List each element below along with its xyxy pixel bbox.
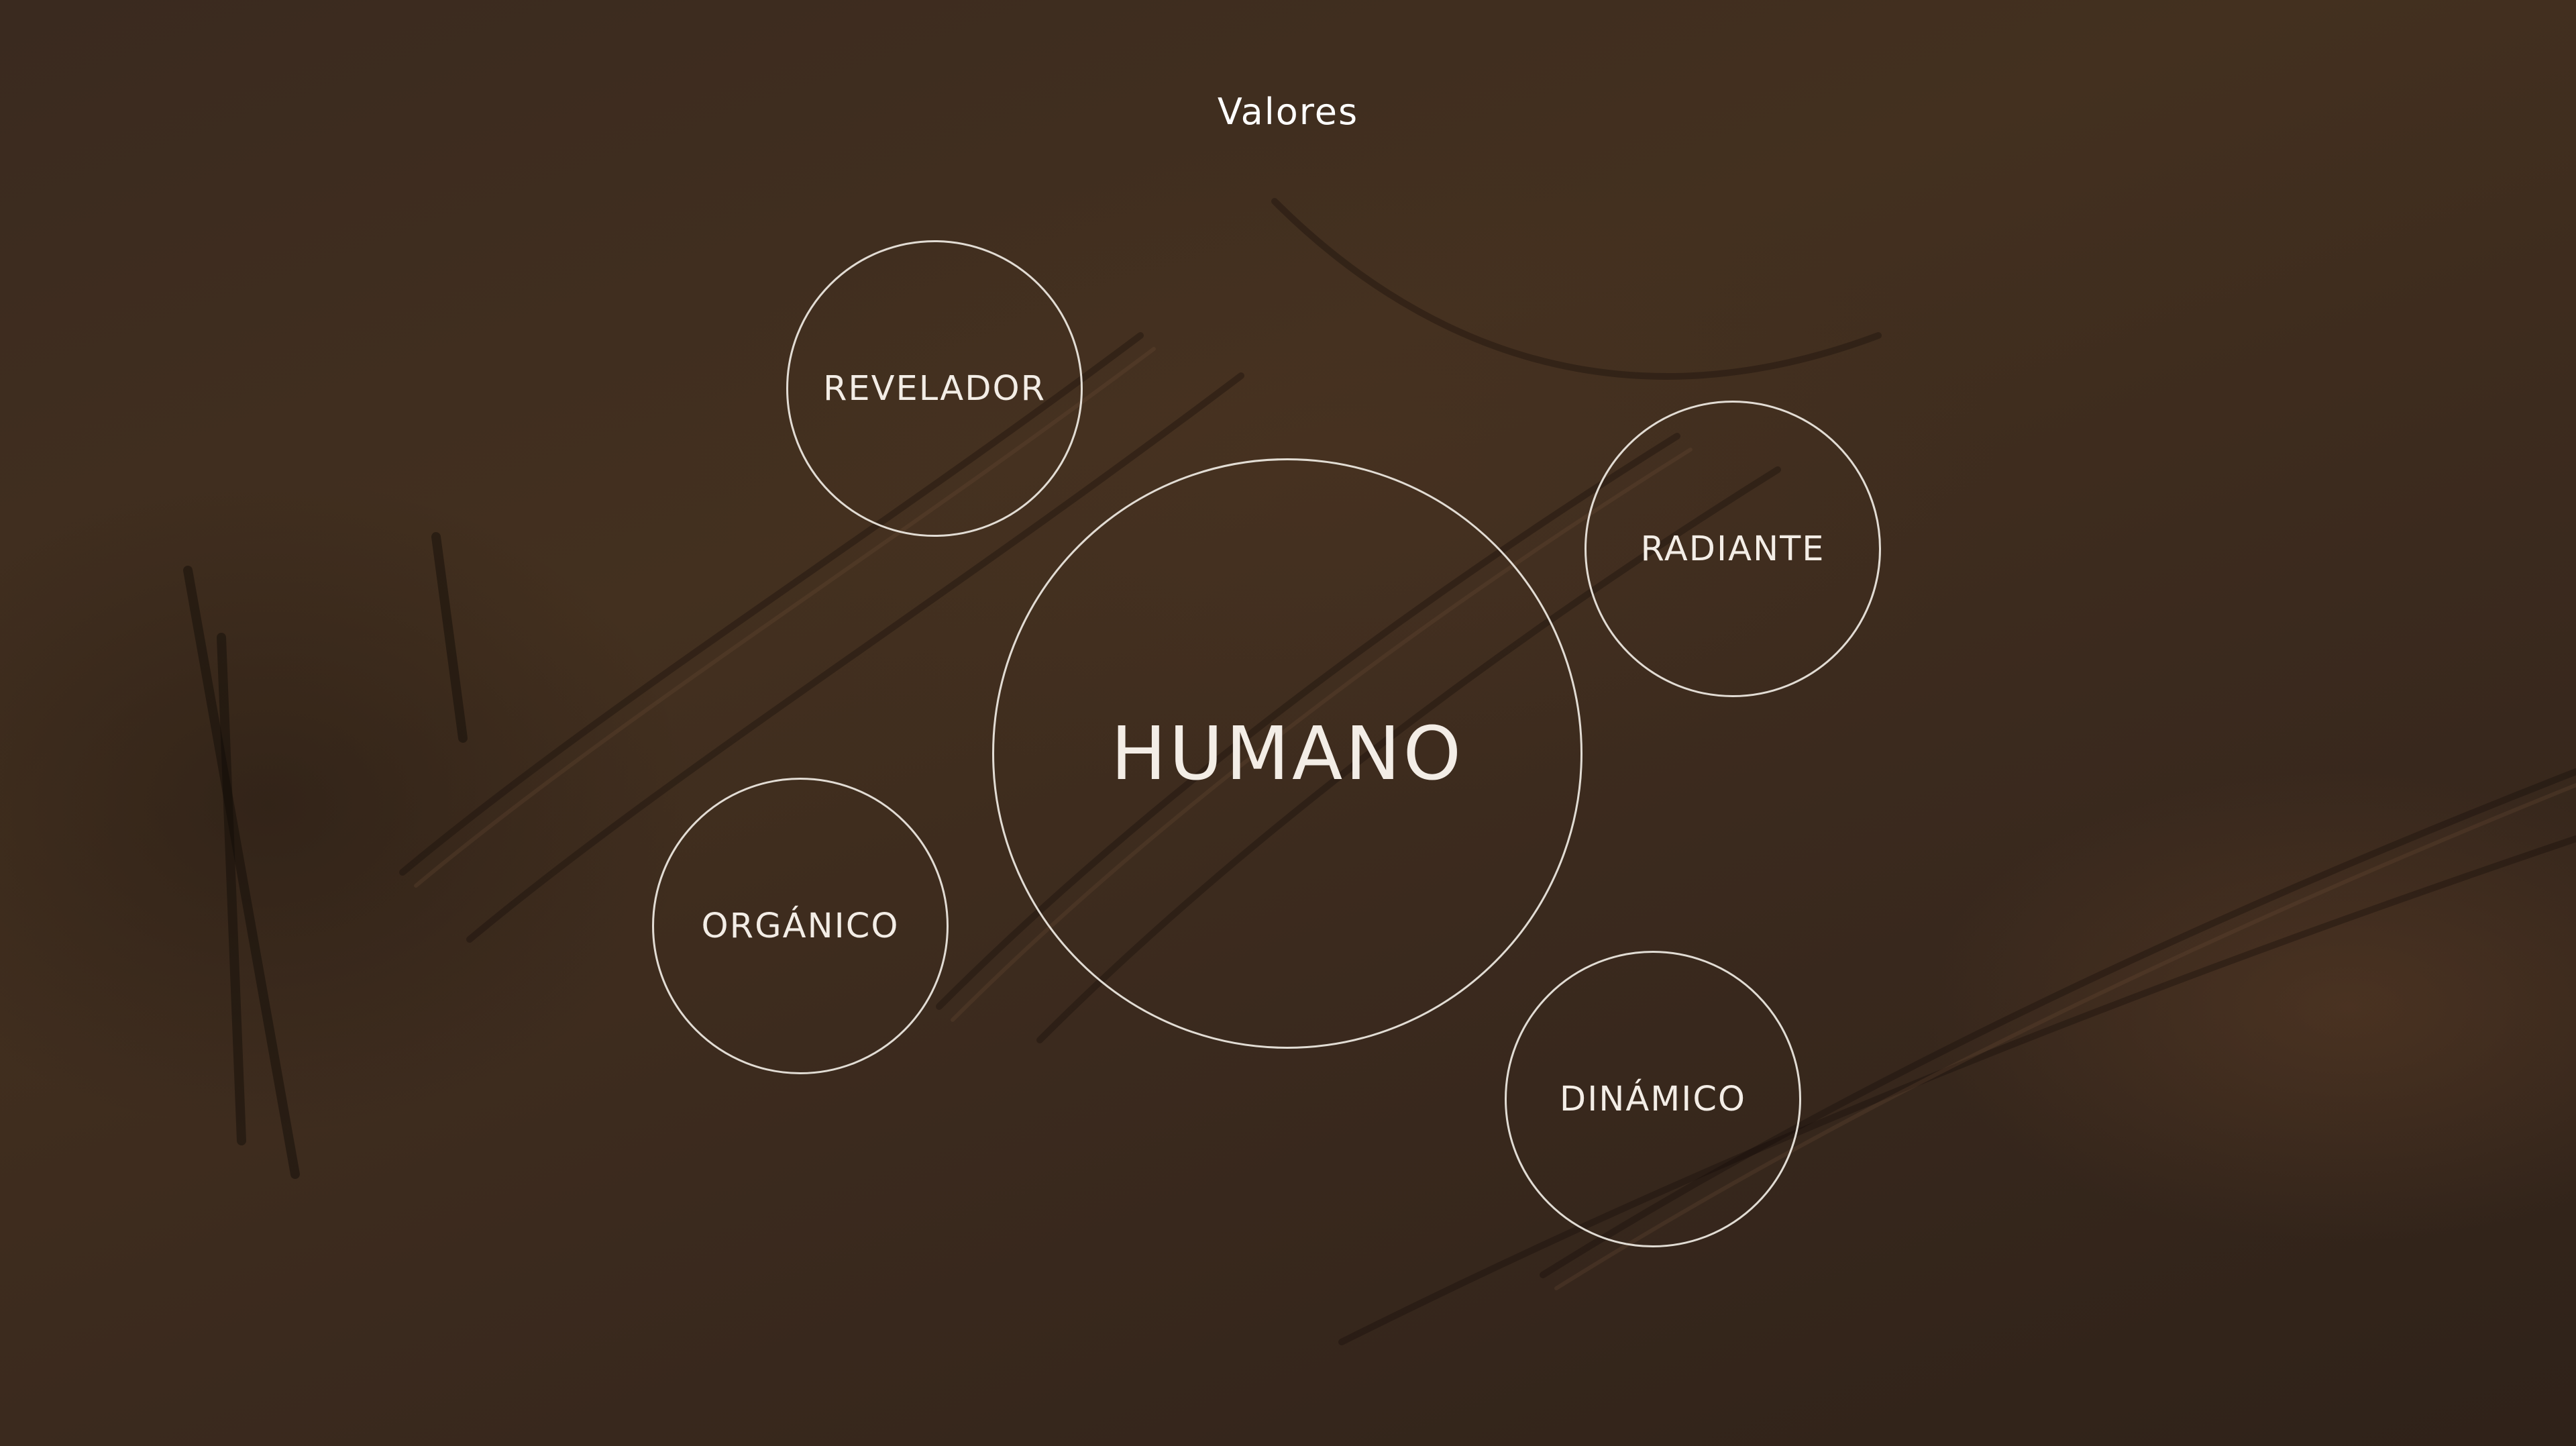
value-label-humano: HUMANO bbox=[1110, 711, 1464, 796]
value-bubble-organico: ORGÁNICO bbox=[652, 778, 949, 1074]
value-bubble-humano: HUMANO bbox=[992, 458, 1582, 1049]
value-bubble-radiante: RADIANTE bbox=[1585, 401, 1881, 697]
slide-title: Valores bbox=[1217, 91, 1359, 133]
value-label-organico: ORGÁNICO bbox=[701, 906, 900, 946]
value-bubble-dinamico: DINÁMICO bbox=[1505, 951, 1801, 1247]
value-label-revelador: REVELADOR bbox=[822, 368, 1046, 409]
value-label-radiante: RADIANTE bbox=[1640, 529, 1825, 569]
value-bubble-revelador: REVELADOR bbox=[786, 240, 1083, 537]
value-label-dinamico: DINÁMICO bbox=[1559, 1079, 1747, 1119]
